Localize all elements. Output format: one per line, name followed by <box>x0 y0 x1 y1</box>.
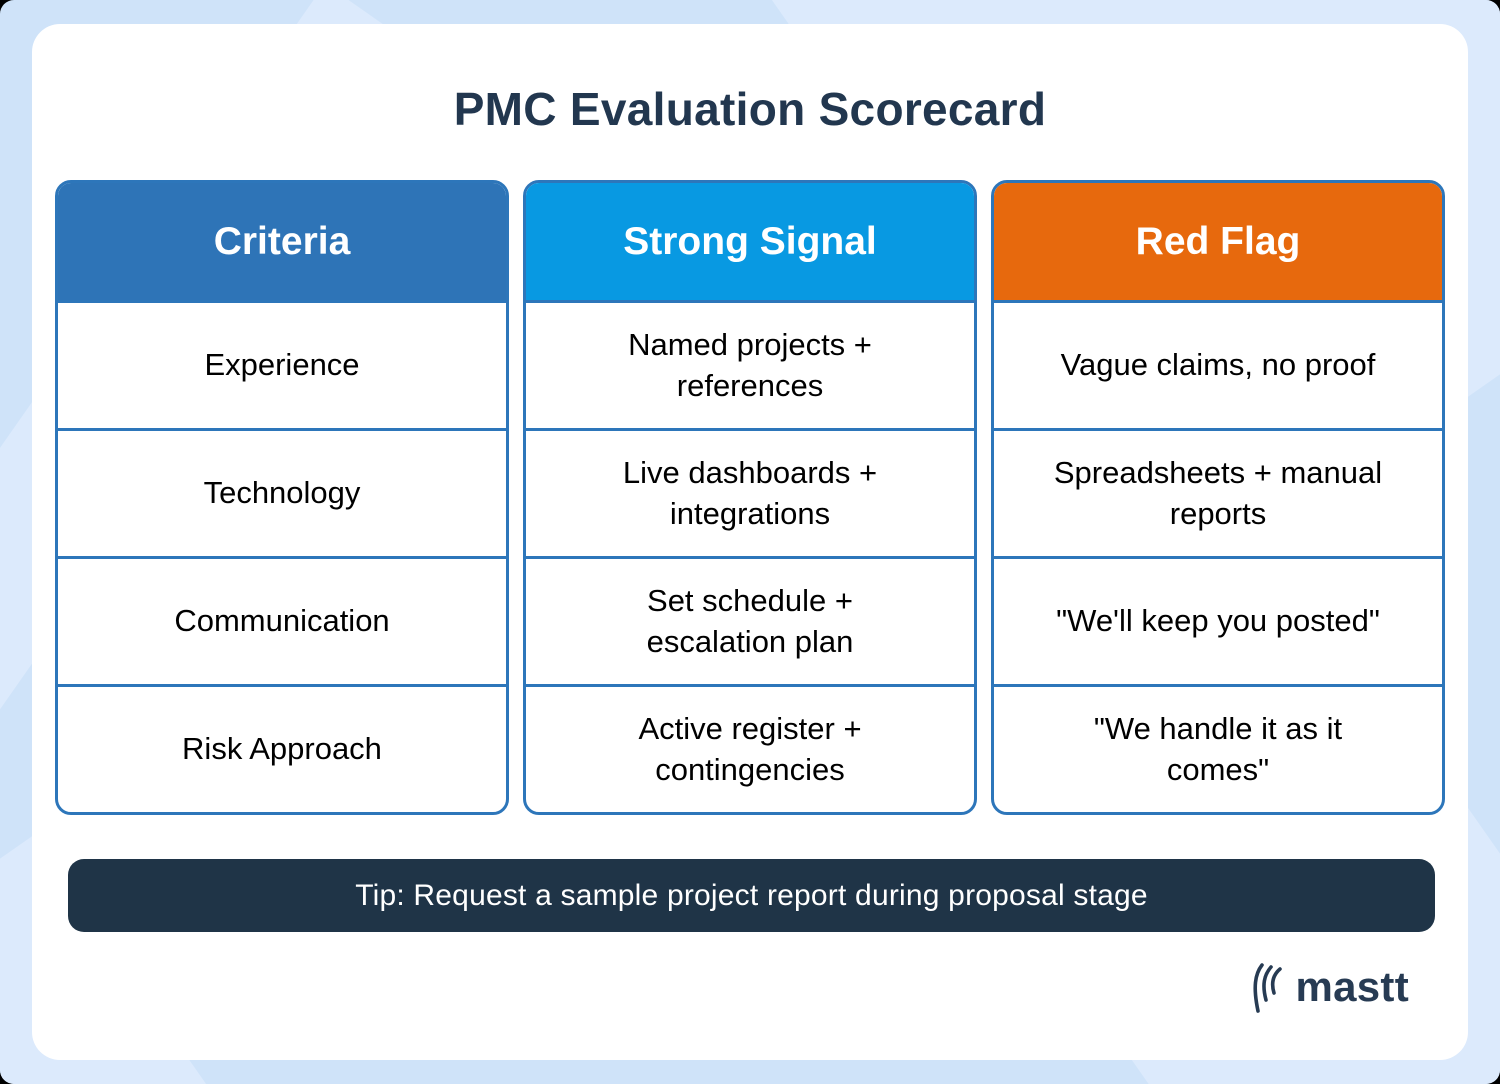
cell-criteria-technology: Technology <box>58 428 506 556</box>
column-criteria: Criteria Experience Technology Communica… <box>55 180 509 815</box>
tip-banner: Tip: Request a sample project report dur… <box>68 859 1435 932</box>
scorecard-card: PMC Evaluation Scorecard Criteria Experi… <box>32 24 1468 1060</box>
cell-criteria-communication: Communication <box>58 556 506 684</box>
cell-criteria-risk-approach: Risk Approach <box>58 684 506 812</box>
column-header-strong-signal: Strong Signal <box>526 183 974 300</box>
mastt-waves-icon <box>1246 960 1288 1014</box>
column-header-red-flag: Red Flag <box>994 183 1442 300</box>
cell-red-flag-experience: Vague claims, no proof <box>994 300 1442 428</box>
column-strong-signal: Strong Signal Named projects + reference… <box>523 180 977 815</box>
cell-criteria-experience: Experience <box>58 300 506 428</box>
cell-strong-signal-experience: Named projects + references <box>526 300 974 428</box>
cell-red-flag-risk-approach: "We handle it as it comes" <box>994 684 1442 812</box>
column-header-criteria: Criteria <box>58 183 506 300</box>
tip-text: Tip: Request a sample project report dur… <box>355 878 1148 912</box>
column-red-flag: Red Flag Vague claims, no proof Spreadsh… <box>991 180 1445 815</box>
cell-red-flag-technology: Spreadsheets + manual reports <box>994 428 1442 556</box>
mastt-logo-text: mastt <box>1295 963 1409 1010</box>
mastt-logo: mastt <box>55 960 1445 1014</box>
cell-red-flag-communication: "We'll keep you posted" <box>994 556 1442 684</box>
cell-strong-signal-technology: Live dashboards + integrations <box>526 428 974 556</box>
scorecard-table: Criteria Experience Technology Communica… <box>55 180 1445 815</box>
cell-strong-signal-communication: Set schedule + escalation plan <box>526 556 974 684</box>
cell-strong-signal-risk-approach: Active register + contingencies <box>526 684 974 812</box>
page-title: PMC Evaluation Scorecard <box>453 83 1047 135</box>
